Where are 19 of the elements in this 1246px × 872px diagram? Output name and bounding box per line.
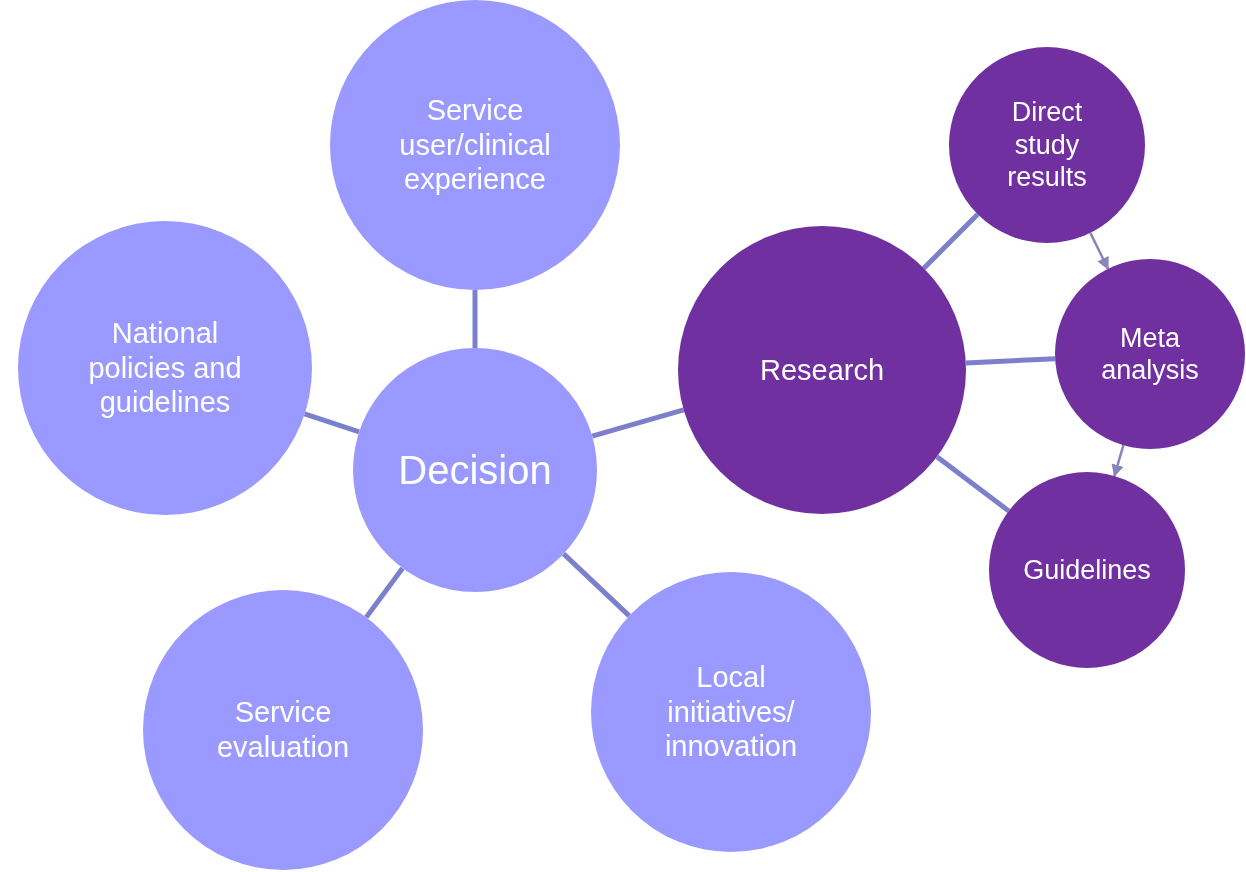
node-label: Service evaluation	[215, 695, 351, 765]
connector-line	[364, 566, 405, 619]
arrow	[1089, 232, 1110, 270]
node-label: Meta analysis	[1100, 321, 1200, 387]
connector-line	[472, 290, 478, 348]
node-label: Decision	[398, 447, 552, 494]
connector-line	[561, 552, 631, 618]
connector-line	[935, 454, 1011, 513]
node-label: Guidelines	[1023, 553, 1151, 587]
node-label: Local initiatives/ innovation	[663, 659, 799, 765]
node-label: Service user/clinical experience	[398, 92, 552, 198]
node-label: National policies and guidelines	[87, 315, 243, 421]
connector-line	[303, 411, 360, 435]
node-label: Direct study results	[1006, 96, 1088, 194]
connector-line	[965, 356, 1056, 366]
arrow	[1111, 444, 1125, 478]
connector-line	[922, 212, 980, 270]
node-label: Research	[759, 352, 885, 388]
connector-line	[591, 407, 685, 439]
